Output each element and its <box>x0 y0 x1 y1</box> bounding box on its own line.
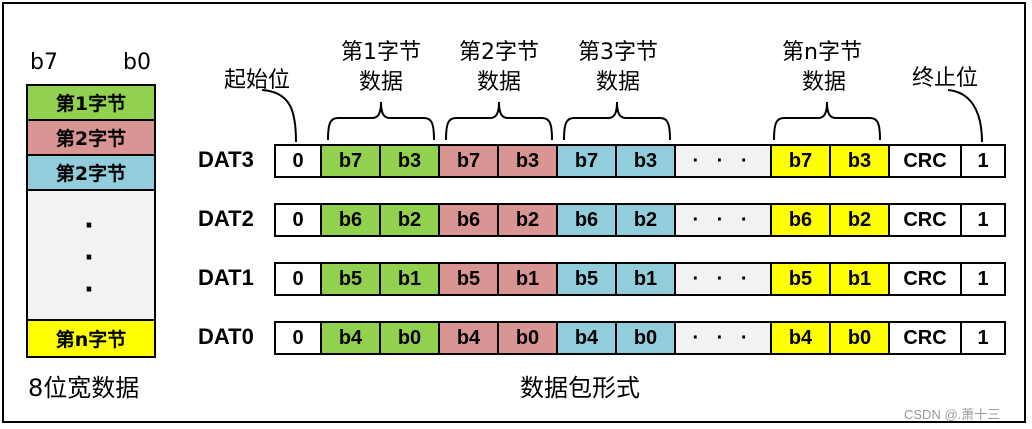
byte1-label: 第1字节 <box>341 40 421 65</box>
byte2-lo-cell: b2 <box>497 203 558 237</box>
ellipsis-cell: · · · <box>674 321 772 355</box>
byten-sub: 数据 <box>802 70 847 95</box>
ellipsis-cell: · · · <box>674 203 772 237</box>
byte-row-3: 第2字节 <box>28 156 154 191</box>
byte3-sub: 数据 <box>596 70 641 95</box>
byte1-brace <box>327 101 435 141</box>
diagram-frame <box>2 2 1026 423</box>
byte3-hi-cell: b6 <box>556 203 617 237</box>
byte3-hi-cell: b5 <box>556 262 617 296</box>
crc-cell: CRC <box>888 321 962 355</box>
byte1-hi-cell: b6 <box>320 203 381 237</box>
bottom-caption: 数据包形式 <box>520 374 640 402</box>
byte3-lo-cell: b2 <box>615 203 676 237</box>
byte-row-n: 第n字节 <box>28 321 154 356</box>
byte3-hi-cell: b4 <box>556 321 617 355</box>
dot: · <box>84 243 94 273</box>
byte2-sub: 数据 <box>477 70 522 95</box>
byte1-sub: 数据 <box>359 70 404 95</box>
byte1-hi-cell: b4 <box>320 321 381 355</box>
byte-gap: · · · <box>28 191 154 321</box>
byte3-hi-cell: b7 <box>556 144 617 178</box>
byte2-lo-cell: b1 <box>497 262 558 296</box>
byten-hi-cell: b7 <box>770 144 831 178</box>
stop-bit-pointer <box>947 89 983 143</box>
byte3-lo-cell: b0 <box>615 321 676 355</box>
byten-lo-cell: b1 <box>829 262 890 296</box>
line-label: DAT2 <box>198 206 254 231</box>
crc-cell: CRC <box>888 144 962 178</box>
byte1-lo-cell: b2 <box>379 203 440 237</box>
byten-hi-cell: b6 <box>770 203 831 237</box>
byte3-lo-cell: b1 <box>615 262 676 296</box>
dot: · <box>84 211 94 241</box>
byte3-lo-cell: b3 <box>615 144 676 178</box>
byte-column: 第1字节 第2字节 第2字节 · · · 第n字节 <box>26 84 156 358</box>
ellipsis-cell: · · · <box>674 262 772 296</box>
bit-high-label: b7 <box>30 50 58 75</box>
byte2-brace <box>445 101 553 141</box>
byte2-lo-cell: b3 <box>497 144 558 178</box>
watermark: CSDN @.萧十三 <box>904 407 1001 422</box>
start-bit-cell: 0 <box>274 203 322 237</box>
ellipsis-cell: · · · <box>674 144 772 178</box>
byte1-hi-cell: b5 <box>320 262 381 296</box>
byte2-lo-cell: b0 <box>497 321 558 355</box>
byten-hi-cell: b4 <box>770 321 831 355</box>
start-bit-cell: 0 <box>274 144 322 178</box>
byte2-hi-cell: b6 <box>438 203 499 237</box>
start-bit-label: 起始位 <box>224 68 291 93</box>
stop-bit-cell: 1 <box>960 321 1006 355</box>
crc-cell: CRC <box>888 203 962 237</box>
line-label: DAT0 <box>198 324 254 349</box>
start-bit-cell: 0 <box>274 321 322 355</box>
bit-low-label: b0 <box>123 50 151 75</box>
byten-brace <box>773 101 881 141</box>
byten-hi-cell: b5 <box>770 262 831 296</box>
byte-row-1: 第1字节 <box>28 86 154 121</box>
byte2-label: 第2字节 <box>459 40 539 65</box>
byte3-brace <box>563 101 671 141</box>
line-label: DAT1 <box>198 265 254 290</box>
stop-bit-label: 终止位 <box>912 66 979 91</box>
byten-lo-cell: b3 <box>829 144 890 178</box>
dot: · <box>84 275 94 305</box>
byte1-lo-cell: b0 <box>379 321 440 355</box>
byte1-hi-cell: b7 <box>320 144 381 178</box>
byten-label: 第n字节 <box>782 40 862 65</box>
byten-lo-cell: b2 <box>829 203 890 237</box>
stop-bit-cell: 1 <box>960 203 1006 237</box>
byte-row-2: 第2字节 <box>28 121 154 156</box>
stop-bit-cell: 1 <box>960 144 1006 178</box>
byte2-hi-cell: b5 <box>438 262 499 296</box>
byte1-lo-cell: b3 <box>379 144 440 178</box>
crc-cell: CRC <box>888 262 962 296</box>
byten-lo-cell: b0 <box>829 321 890 355</box>
byte3-label: 第3字节 <box>578 40 658 65</box>
stop-bit-cell: 1 <box>960 262 1006 296</box>
byte2-hi-cell: b7 <box>438 144 499 178</box>
left-caption: 8位宽数据 <box>28 374 140 402</box>
byte1-lo-cell: b1 <box>379 262 440 296</box>
start-bit-cell: 0 <box>274 262 322 296</box>
byte2-hi-cell: b4 <box>438 321 499 355</box>
line-label: DAT3 <box>198 147 254 172</box>
start-bit-pointer <box>261 89 297 143</box>
